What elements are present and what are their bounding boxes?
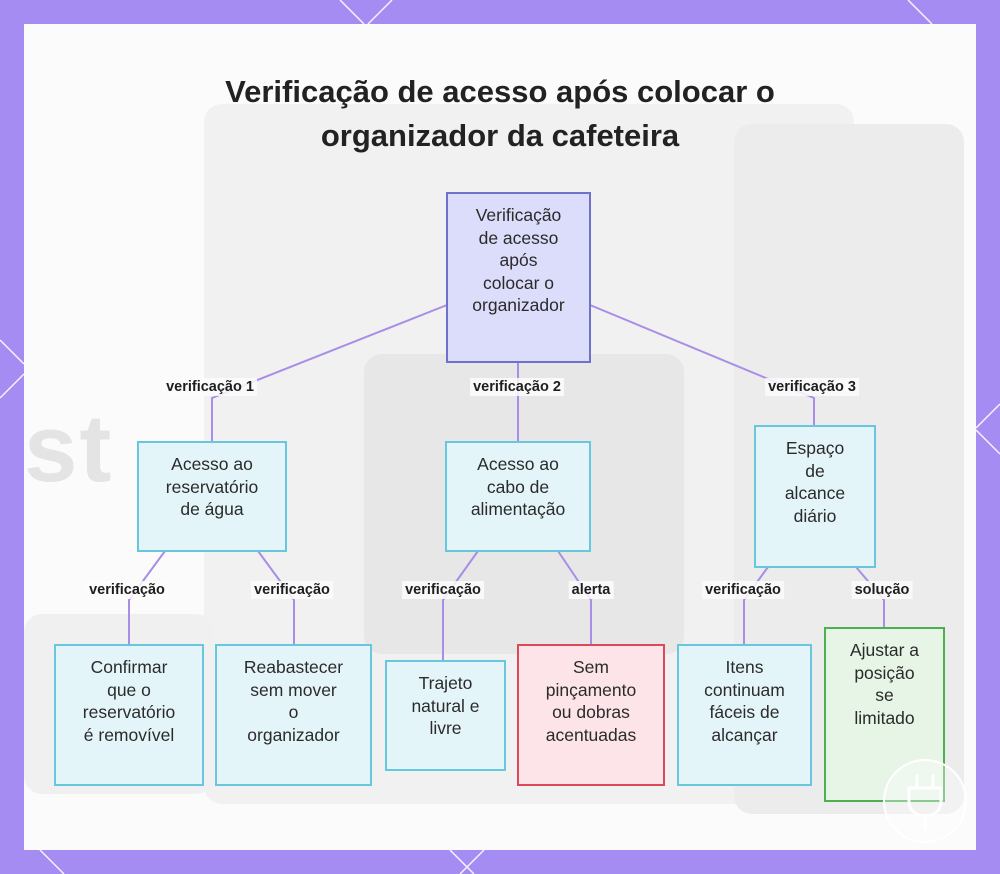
edge-label-water-refill: verificação (251, 581, 333, 599)
edge-label-space-items: verificação (702, 581, 784, 599)
edge-label-cable-pinch: alerta (569, 581, 614, 599)
node-daily-reach: Espaço de alcance diário (754, 425, 876, 568)
edge-root-space (590, 305, 814, 426)
node-natural-path: Trajeto natural e livre (385, 660, 506, 771)
edge-label-check-2: verificação 2 (470, 378, 564, 396)
node-no-pinching: Sem pinçamento ou dobras acentuadas (517, 644, 665, 786)
plug-logo-icon (882, 758, 968, 844)
node-items-reachable: Itens continuam fáceis de alcançar (677, 644, 812, 786)
node-refill-no-move: Reabastecer sem mover o organizador (215, 644, 372, 786)
node-root: Verificação de acesso após colocar o org… (446, 192, 591, 363)
edge-cable-path (443, 551, 478, 661)
edge-root-water (212, 305, 447, 442)
node-cable-access: Acesso ao cabo de alimentação (445, 441, 591, 552)
node-confirm-removable: Confirmar que o reservatório é removível (54, 644, 204, 786)
edge-label-cable-path: verificação (402, 581, 484, 599)
edge-label-check-3: verificação 3 (765, 378, 859, 396)
edge-label-water-confirm: verificação (86, 581, 168, 599)
edge-label-check-1: verificação 1 (163, 378, 257, 396)
node-water-access: Acesso ao reservatório de água (137, 441, 287, 552)
edge-space-items (744, 567, 768, 645)
edge-label-space-adjust: solução (852, 581, 913, 599)
